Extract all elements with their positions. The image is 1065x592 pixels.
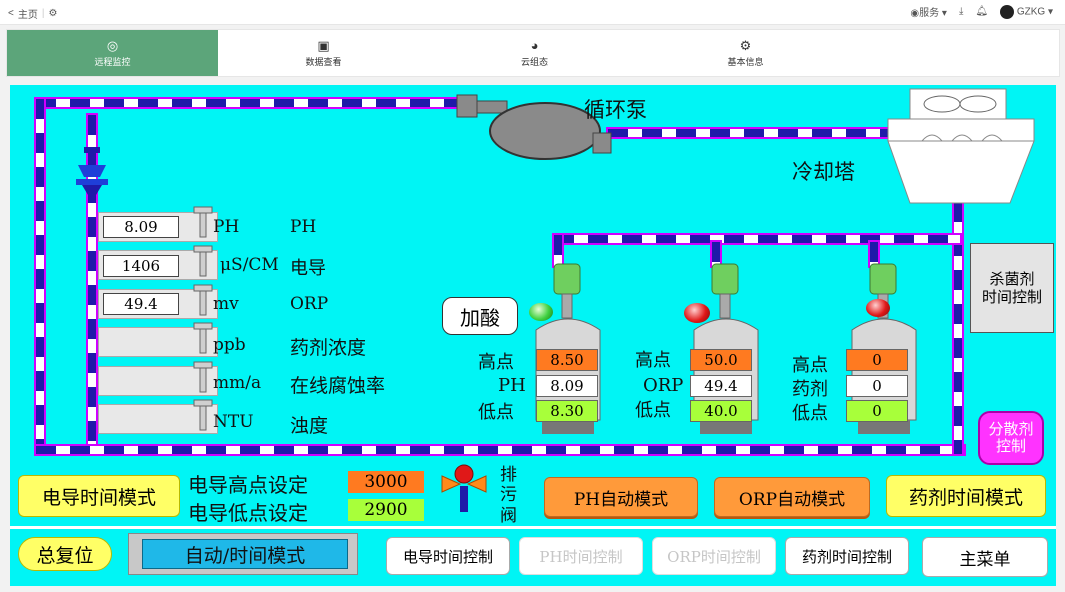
cooling-tower-label: 冷却塔 <box>792 160 855 184</box>
tank-high-label: 高点 <box>792 355 828 376</box>
tank-low-label: 低点 <box>792 403 828 424</box>
tank-high-label: 高点 <box>478 352 514 373</box>
cond-time-control-button[interactable]: 电导时间控制 <box>386 537 510 575</box>
tank-mid-value: 8.09 <box>536 375 598 397</box>
divider <box>10 526 1056 529</box>
sensor-unit: ppb <box>213 335 246 355</box>
tank-high-value: 0 <box>846 349 908 371</box>
ph-auto-mode-button[interactable]: PH自动模式 <box>544 477 698 517</box>
sensor-name: ORP <box>290 294 329 314</box>
agent-time-control-button[interactable]: 药剂时间控制 <box>785 537 909 575</box>
nav-tabs: ◎ 远程监控 ▣ 数据查看 ◕ 云组态 ⚙ 基本信息 <box>6 29 1060 77</box>
orp-value: 49.4 <box>103 293 179 315</box>
sensor-name: 浊度 <box>290 415 329 437</box>
orp-time-control-button[interactable]: ORP时间控制 <box>652 537 776 575</box>
probe-icon <box>193 206 213 431</box>
sensor-unit: mm/a <box>213 373 262 393</box>
pump-label: 循环泵 <box>584 98 647 122</box>
bell-icon[interactable]: 🔔︎ <box>975 6 989 17</box>
cond-low-setpoint-value[interactable]: 2900 <box>348 499 424 521</box>
location-icon: ◎ <box>106 37 119 53</box>
pipe-tank-header <box>552 233 962 245</box>
status-light-red <box>684 303 710 323</box>
tank-high-value: 50.0 <box>690 349 752 371</box>
dashboard-icon: ◕ <box>530 37 539 53</box>
tank-low-label: 低点 <box>635 400 671 421</box>
add-acid-button[interactable]: 加酸 <box>442 297 518 335</box>
top-bar: < 主页 | ⚙ ◉服务 ▾ ⤓ 🔔︎ GZKG ▾ <box>0 0 1065 25</box>
drain-valve-label: 阀 <box>500 506 517 526</box>
settings-icon[interactable]: ⚙ <box>48 8 58 19</box>
cond-low-setpoint-label: 电导低点设定 <box>188 501 308 525</box>
ph-value: 8.09 <box>103 216 179 238</box>
sensor-unit: PH <box>213 217 240 237</box>
cond-high-setpoint-label: 电导高点设定 <box>188 473 308 497</box>
orp-auto-mode-button[interactable]: ORP自动模式 <box>714 477 870 517</box>
sensor-unit: NTU <box>213 412 254 432</box>
sensor-unit: mv <box>213 294 239 314</box>
drain-valve-label: 污 <box>500 485 517 505</box>
pipe-left-outer <box>34 97 46 452</box>
tank-mid-label: ORP <box>643 375 684 396</box>
separator: | <box>41 8 45 19</box>
cond-high-setpoint-value[interactable]: 3000 <box>348 471 424 493</box>
tank-mid-value: 49.4 <box>690 375 752 397</box>
pump-icon[interactable] <box>455 93 615 161</box>
sensor-row <box>98 404 218 434</box>
tank-low-value: 40.0 <box>690 400 752 422</box>
back-icon[interactable]: < <box>8 8 14 19</box>
main-menu-button[interactable]: 主菜单 <box>922 537 1048 577</box>
dispersant-control-button[interactable]: 分散剂 控制 <box>978 411 1044 465</box>
sensor-unit: μS/CM <box>220 255 279 275</box>
sensor-name: 在线腐蚀率 <box>290 375 386 397</box>
sensor-row <box>98 366 218 396</box>
tab-basic-info[interactable]: ⚙ 基本信息 <box>727 37 764 67</box>
cooling-tower-icon[interactable] <box>880 87 1040 205</box>
tank-high-value: 8.50 <box>536 349 598 371</box>
sensor-name: PH <box>290 217 317 237</box>
master-reset-button[interactable]: 总复位 <box>18 537 112 571</box>
tab-cloud-config[interactable]: ◕ 云组态 <box>520 37 548 67</box>
home-link[interactable]: 主页 <box>17 10 38 21</box>
ph-time-control-button[interactable]: PH时间控制 <box>519 537 643 575</box>
gears-icon: ⚙ <box>739 37 752 53</box>
tank-low-value: 8.30 <box>536 400 598 422</box>
user-menu[interactable]: GZKG ▾ <box>1000 4 1053 19</box>
sensor-name: 药剂浓度 <box>290 337 367 359</box>
conductivity-value: 1406 <box>103 255 179 277</box>
download-icon[interactable]: ⤓ <box>958 6 964 17</box>
sensor-name: 电导 <box>290 258 326 279</box>
drain-valve-label: 排 <box>500 465 517 485</box>
user-circle-icon: ◉ <box>910 8 920 19</box>
pipe-pump-tower <box>606 127 896 139</box>
tank-mid-label: PH <box>498 375 526 396</box>
conductivity-time-mode-button[interactable]: 电导时间模式 <box>18 475 180 517</box>
tab-data-view[interactable]: ▣ 数据查看 <box>305 37 342 67</box>
mode-display: 自动/时间模式 <box>142 539 348 569</box>
valve-icon[interactable] <box>72 145 112 197</box>
avatar <box>1000 4 1015 19</box>
tank-mid-value: 0 <box>846 375 908 397</box>
agent-time-mode-button[interactable]: 药剂时间模式 <box>886 475 1046 517</box>
service-menu[interactable]: ◉服务 ▾ <box>910 8 947 19</box>
status-light-red <box>866 299 890 317</box>
tank-low-value: 0 <box>846 400 908 422</box>
tank-low-label: 低点 <box>478 402 514 423</box>
sensor-row <box>98 327 218 357</box>
tank-mid-label: 药剂 <box>792 379 828 400</box>
camera-icon: ▣ <box>317 37 330 53</box>
tank-high-label: 高点 <box>635 350 671 371</box>
tab-remote-monitor[interactable]: ◎ 远程监控 <box>7 30 218 76</box>
drain-valve-icon[interactable] <box>438 460 490 512</box>
status-light-green <box>529 303 553 321</box>
scada-panel: 循环泵 冷却塔 8.09 1406 49.4 PH μS/CM mv ppb m… <box>10 85 1056 586</box>
pipe-bottom <box>34 444 966 456</box>
pipe-top <box>34 97 464 109</box>
sterilizer-time-control-button[interactable]: 杀菌剂 时间控制 <box>970 243 1054 333</box>
